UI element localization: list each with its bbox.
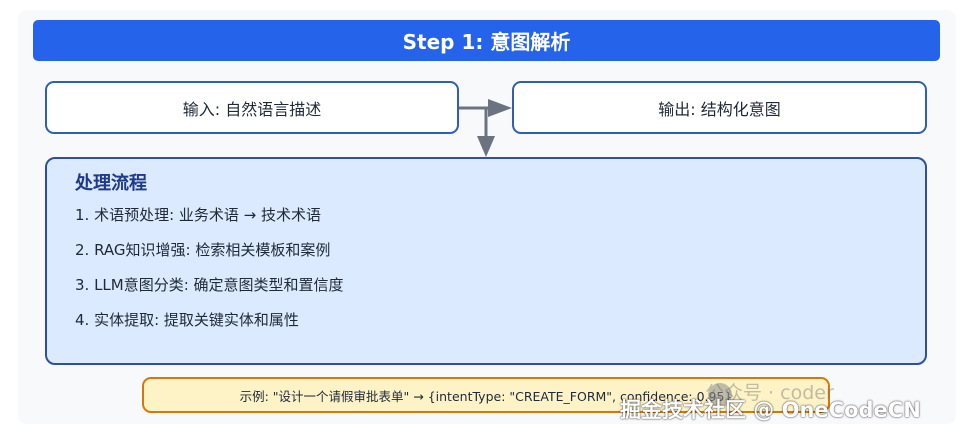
process-steps: 1. 术语预处理: 业务术语 → 技术术语 2. RAG知识增强: 检索相关模板…: [75, 205, 344, 345]
input-label: 输入: 自然语言描述: [182, 99, 322, 119]
process-step: 3. LLM意图分类: 确定意图类型和置信度: [75, 276, 344, 294]
process-step: 2. RAG知识增强: 检索相关模板和案例: [75, 241, 331, 259]
output-label: 输出: 结构化意图: [658, 99, 781, 119]
wechat-icon: [708, 383, 732, 407]
output-box: 输出: 结构化意图: [512, 81, 927, 134]
process-heading: 处理流程: [75, 173, 147, 194]
process-step: 4. 实体提取: 提取关键实体和属性: [75, 311, 299, 329]
example-text: 示例: "设计一个请假审批表单" → {intentType: "CREATE_…: [239, 388, 733, 404]
input-box: 输入: 自然语言描述: [45, 81, 459, 134]
process-box: 处理流程 1. 术语预处理: 业务术语 → 技术术语 2. RAG知识增强: 检…: [45, 157, 927, 365]
watermark-main: 掘金技术社区 @ OneCodeCN: [620, 398, 921, 422]
watermark-faint: 公众号 · coder: [705, 382, 834, 404]
step-title: Step 1: 意图解析: [33, 20, 940, 61]
process-step: 1. 术语预处理: 业务术语 → 技术术语: [75, 206, 322, 224]
